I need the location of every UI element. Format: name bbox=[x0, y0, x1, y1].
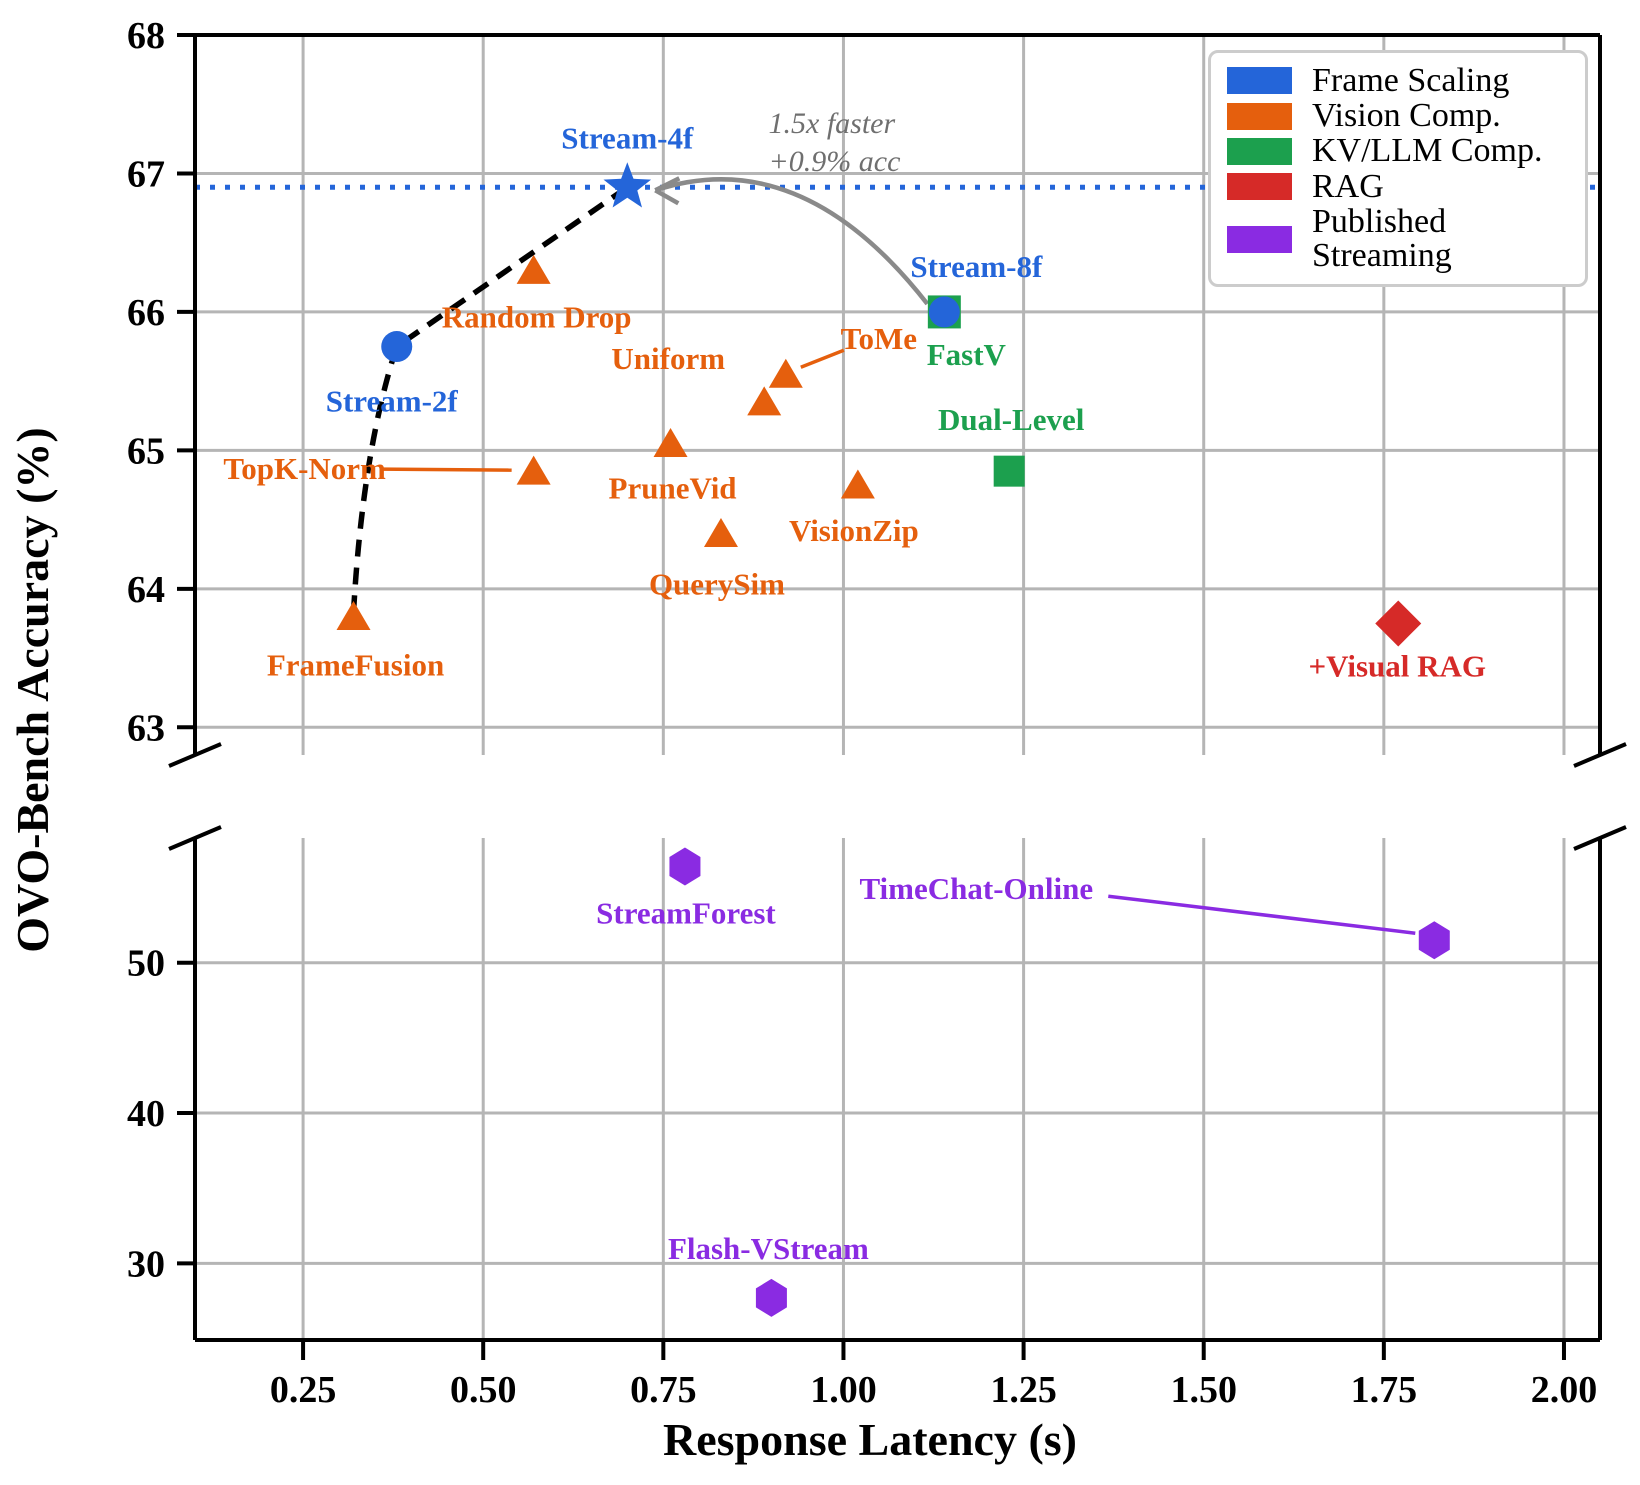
legend-color-swatch bbox=[1227, 102, 1292, 130]
marker-timechat-online bbox=[1418, 921, 1450, 960]
y-tick-label: 68 bbox=[127, 15, 165, 57]
x-tick-label: 1.25 bbox=[990, 1369, 1057, 1411]
x-tick-label: 2.00 bbox=[1531, 1369, 1598, 1411]
label-flash-vstream: Flash-VStream bbox=[668, 1231, 869, 1266]
gridlines bbox=[195, 35, 1600, 1340]
label-random-drop: Random Drop bbox=[442, 299, 632, 334]
marker-topk-norm bbox=[516, 455, 551, 485]
marker-uniform bbox=[747, 386, 782, 416]
axis-break-mark bbox=[1573, 742, 1627, 768]
marker-visionzip bbox=[840, 469, 875, 499]
label-querysim: QuerySim bbox=[649, 566, 785, 601]
label-timechat-online: TimeChat-Online bbox=[859, 871, 1093, 906]
marker-visual-rag bbox=[1375, 600, 1422, 647]
y-axis-title: OVO-Bench Accuracy (%) bbox=[7, 427, 58, 952]
marker-stream-4f bbox=[603, 162, 652, 208]
marker-framefusion bbox=[336, 601, 371, 631]
x-axis-title: Response Latency (s) bbox=[663, 1414, 1077, 1465]
legend-item: Vision Comp. bbox=[1227, 99, 1569, 133]
marker-stream-2f bbox=[381, 331, 413, 363]
x-tick-label: 0.75 bbox=[630, 1369, 697, 1411]
data-markers bbox=[336, 162, 1450, 1317]
marker-random-drop bbox=[516, 254, 551, 284]
legend-color-swatch bbox=[1227, 173, 1292, 201]
speedup-arrowhead bbox=[654, 176, 681, 206]
label-stream-8f: Stream-8f bbox=[910, 249, 1043, 284]
speedup-arrow bbox=[654, 177, 930, 306]
label-uniform: Uniform bbox=[611, 341, 725, 376]
axis-break-mark bbox=[168, 742, 222, 768]
label-visionzip: VisionZip bbox=[789, 513, 919, 548]
label-dual-level: Dual-Level bbox=[938, 402, 1085, 437]
y-tick-label: 50 bbox=[127, 943, 165, 985]
y-tick-label: 64 bbox=[127, 569, 165, 611]
x-tick-label: 1.75 bbox=[1351, 1369, 1418, 1411]
label-framefusion: FrameFusion bbox=[267, 648, 444, 683]
marker-prunevid bbox=[653, 427, 688, 457]
label-tome: ToMe bbox=[841, 321, 917, 356]
frame-scaling-dashed-line bbox=[350, 185, 629, 613]
marker-flash-vstream bbox=[755, 1278, 787, 1317]
label-streamforest: StreamForest bbox=[596, 896, 776, 931]
leader-tome bbox=[800, 348, 845, 369]
speedup-note: +0.9% acc bbox=[769, 145, 901, 178]
y-tick-label: 63 bbox=[127, 707, 165, 749]
legend-item: Published Streaming bbox=[1227, 205, 1569, 273]
axis-break-mark bbox=[1573, 825, 1627, 851]
label-topk-norm: TopK-Norm bbox=[223, 451, 386, 486]
legend-label: Published Streaming bbox=[1312, 203, 1452, 275]
tick-labels: 0.25 0.50 0.75 1.00 1.25 1.50 1.75 2.00 68 67 66 65… bbox=[127, 15, 1597, 1411]
connector-lines bbox=[350, 176, 1416, 935]
x-tick-label: 0.50 bbox=[450, 1369, 517, 1411]
legend-label: Frame Scaling bbox=[1312, 61, 1510, 99]
x-tick-label: 1.50 bbox=[1170, 1369, 1237, 1411]
axis-break-mark bbox=[168, 825, 222, 851]
y-tick-label: 40 bbox=[127, 1093, 165, 1135]
label-stream-4f: Stream-4f bbox=[561, 120, 694, 155]
leader-topk-norm bbox=[381, 467, 512, 472]
speedup-note: 1.5x faster bbox=[769, 107, 896, 140]
legend-item: KV/LLM Comp. bbox=[1227, 134, 1569, 168]
legend-label: KV/LLM Comp. bbox=[1312, 132, 1543, 170]
x-tick-label: 1.00 bbox=[810, 1369, 877, 1411]
y-tick-label: 65 bbox=[127, 430, 165, 472]
legend-item: RAG bbox=[1227, 167, 1569, 205]
legend-label: RAG bbox=[1312, 167, 1384, 205]
legend-label: Vision Comp. bbox=[1312, 97, 1501, 135]
label-fastv: FastV bbox=[927, 337, 1007, 372]
marker-tome bbox=[768, 358, 803, 388]
label-prunevid: PruneVid bbox=[609, 470, 737, 505]
axes-spines bbox=[168, 33, 1627, 1360]
leader-timechat-online bbox=[1108, 894, 1416, 935]
legend-color-swatch bbox=[1227, 225, 1292, 253]
label-visual-rag: +Visual RAG bbox=[1308, 648, 1486, 683]
legend-item: Frame Scaling bbox=[1227, 61, 1569, 99]
marker-streamforest bbox=[669, 847, 701, 886]
y-tick-label: 67 bbox=[127, 153, 165, 195]
label-stream-2f: Stream-2f bbox=[326, 384, 459, 419]
legend-color-swatch bbox=[1227, 67, 1292, 95]
marker-stream-8f bbox=[928, 296, 960, 328]
legend-color-swatch bbox=[1227, 137, 1292, 165]
y-tick-label: 66 bbox=[127, 292, 165, 334]
y-tick-label: 30 bbox=[127, 1243, 165, 1285]
x-tick-label: 0.25 bbox=[270, 1369, 337, 1411]
marker-querysim bbox=[703, 517, 738, 547]
marker-dual-level bbox=[993, 455, 1025, 487]
